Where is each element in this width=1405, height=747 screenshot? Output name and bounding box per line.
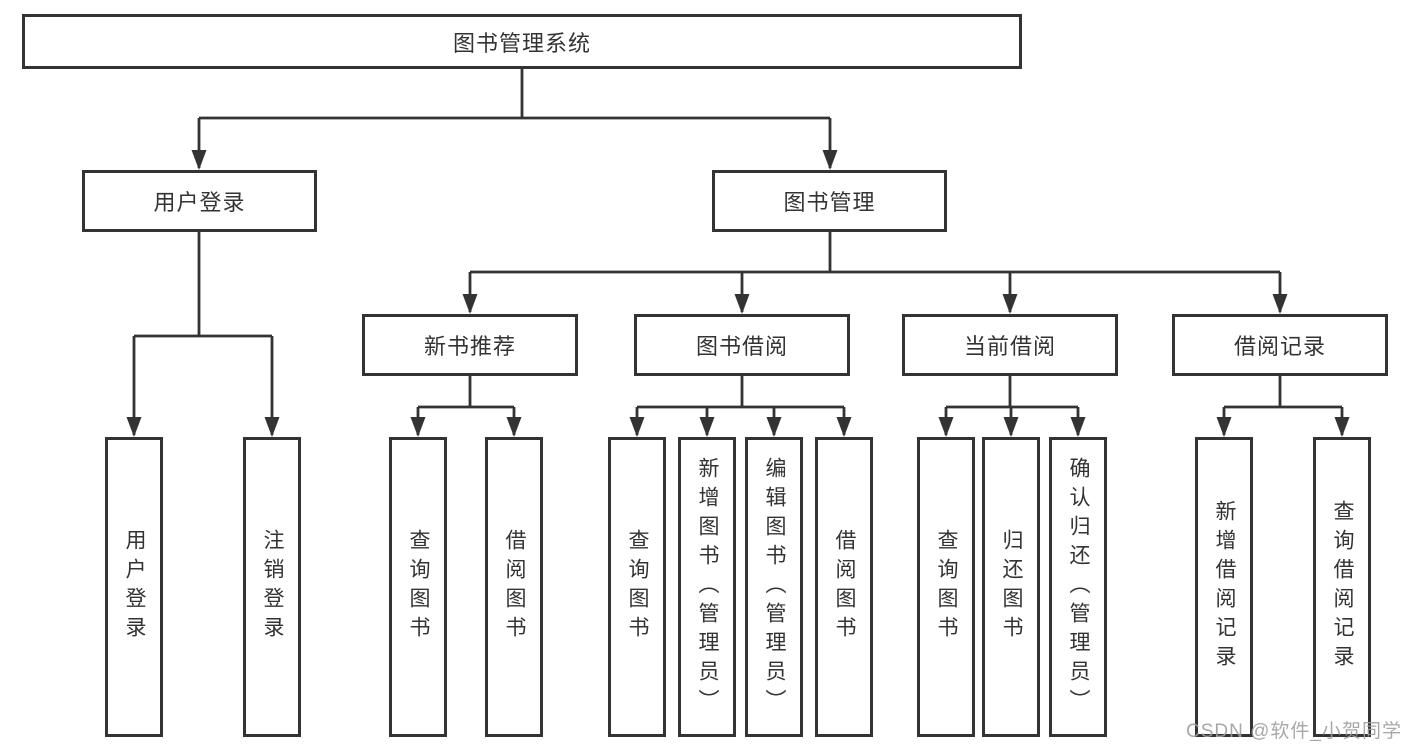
arrow-down-icons bbox=[126, 150, 1350, 437]
leaf-label: 查询图书 bbox=[407, 529, 430, 645]
leaf-borrow-book: 借阅图书 bbox=[815, 437, 873, 737]
node-book-management: 图书管理 bbox=[712, 170, 947, 232]
leaf-user-login: 用户登录 bbox=[105, 437, 163, 737]
leaf-label: 新增图书（管理员） bbox=[696, 456, 719, 718]
connector-edges bbox=[132, 69, 1344, 435]
node-user-login: 用户登录 bbox=[82, 170, 317, 232]
leaf-label: 查询借阅记录 bbox=[1331, 500, 1354, 674]
leaf-borrow-book-recommend: 借阅图书 bbox=[485, 437, 543, 737]
leaf-label: 编辑图书（管理员） bbox=[763, 456, 786, 718]
leaf-add-borrow-record: 新增借阅记录 bbox=[1195, 437, 1253, 737]
leaf-logout: 注销登录 bbox=[243, 437, 301, 737]
leaf-label: 用户登录 bbox=[123, 529, 146, 645]
node-book-borrow: 图书借阅 bbox=[634, 314, 850, 376]
node-root: 图书管理系统 bbox=[22, 14, 1022, 69]
node-borrow-records: 借阅记录 bbox=[1172, 314, 1388, 376]
node-new-book-recommend: 新书推荐 bbox=[362, 314, 578, 376]
leaf-label: 查询图书 bbox=[935, 529, 958, 645]
leaf-label: 归还图书 bbox=[1000, 529, 1023, 645]
leaf-query-book-borrow: 查询图书 bbox=[608, 437, 666, 737]
leaf-label: 借阅图书 bbox=[503, 529, 526, 645]
leaf-add-book-admin: 新增图书（管理员） bbox=[678, 437, 736, 737]
leaf-query-book-current: 查询图书 bbox=[917, 437, 975, 737]
leaf-label: 查询图书 bbox=[626, 529, 649, 645]
watermark-text: CSDN @软件_小贺同学 bbox=[1186, 721, 1402, 742]
leaf-confirm-return-admin: 确认归还（管理员） bbox=[1049, 437, 1107, 737]
leaf-edit-book-admin: 编辑图书（管理员） bbox=[745, 437, 803, 737]
leaf-label: 新增借阅记录 bbox=[1213, 500, 1236, 674]
node-current-borrow: 当前借阅 bbox=[902, 314, 1118, 376]
leaf-query-book-recommend: 查询图书 bbox=[389, 437, 447, 737]
leaf-label: 确认归还（管理员） bbox=[1067, 456, 1090, 718]
leaf-query-borrow-record: 查询借阅记录 bbox=[1313, 437, 1371, 737]
leaf-label: 借阅图书 bbox=[833, 529, 856, 645]
leaf-label: 注销登录 bbox=[261, 529, 284, 645]
leaf-return-book: 归还图书 bbox=[982, 437, 1040, 737]
